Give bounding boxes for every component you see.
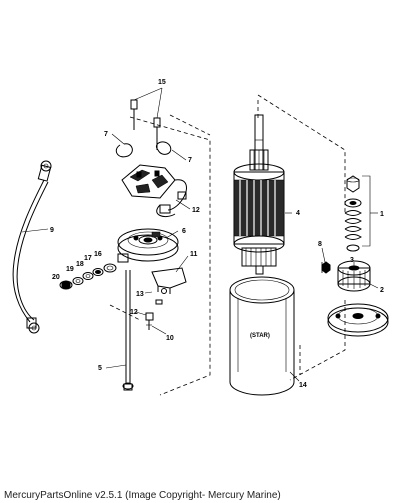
drive-pinion-part [337,260,371,292]
callout-20: 20 [52,274,60,281]
callout-3: 3 [350,257,354,264]
callout-7-left: 7 [104,131,108,138]
callout-10: 10 [166,335,174,342]
callout-11: 11 [190,251,198,258]
drive-end-cap-part [327,303,389,337]
callout-18: 18 [76,261,84,268]
callout-7-right: 7 [188,157,192,164]
callout-13: 13 [136,291,144,298]
callout-9: 9 [50,227,54,234]
callout-17: 17 [84,255,92,262]
cable-part [12,160,52,334]
copyright-footer: MercuryPartsOnline v2.5.1 (Image Copyrig… [4,490,281,501]
callout-12: 12 [192,207,200,214]
callout-8: 8 [318,241,322,248]
bracket-part [145,267,187,330]
end-head-part [117,228,179,263]
drive-stack-part [344,175,362,252]
callout-1: 1 [380,211,384,218]
callout-4: 4 [296,210,300,217]
callout-2: 2 [380,287,384,294]
small-nut-part [321,261,331,274]
callout-5: 5 [98,365,102,372]
callout-15: 15 [158,79,166,86]
callout-19: 19 [66,266,74,273]
callout-12-lower: 12 [130,309,138,316]
callout-16: 16 [94,251,102,258]
armature-part [233,114,285,275]
brush-holder-part [115,99,187,218]
callout-14: 14 [299,382,307,389]
frame-housing-part [229,276,295,396]
frame-stamp: (STAR) [250,333,270,339]
callout-6: 6 [182,228,186,235]
through-bolt-part [122,270,134,391]
alignment-lines [109,94,346,396]
terminal-hardware-part [59,263,117,290]
leader-lines [21,87,379,382]
callout-labels: 15 7 7 12 6 9 11 16 17 18 19 20 4 1 3 8 … [50,79,384,389]
